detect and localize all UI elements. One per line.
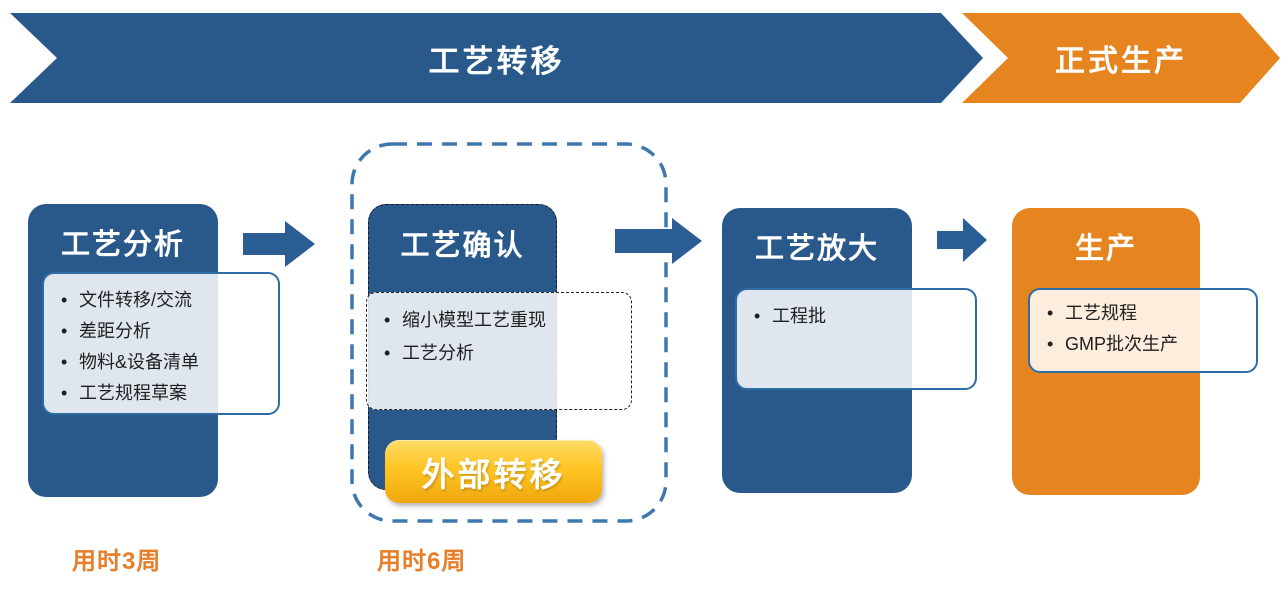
stage-detail-card-process-scaleup: 工程批 xyxy=(735,288,977,390)
banner-formal-production-label: 正式生产 xyxy=(1055,45,1187,78)
stage-title: 工艺放大 xyxy=(754,233,879,265)
detail-list: 工程批 xyxy=(751,301,967,332)
stage-detail-card-process-confirmation: 缩小模型工艺重现 工艺分析 xyxy=(366,292,632,410)
detail-list: 工艺规程 GMP批次生产 xyxy=(1044,298,1248,360)
list-item: 差距分析 xyxy=(58,316,270,347)
detail-list: 文件转移/交流 差距分析 物料&设备清单 工艺规程草案 xyxy=(58,285,270,409)
arrow-right-icon xyxy=(937,218,987,262)
list-item: 工艺分析 xyxy=(381,337,623,370)
duration-label-stage2: 用时6周 xyxy=(377,548,467,575)
external-transfer-badge: 外部转移 xyxy=(385,440,602,503)
list-item: 工艺规程 xyxy=(1044,298,1248,329)
banner-formal-production: 正式生产 xyxy=(962,13,1280,103)
list-item: 工艺规程草案 xyxy=(58,378,270,409)
banner-process-transfer: 工艺转移 xyxy=(10,13,983,103)
stage-title: 工艺分析 xyxy=(60,229,185,261)
stage-detail-card-process-analysis: 文件转移/交流 差距分析 物料&设备清单 工艺规程草案 xyxy=(42,272,280,415)
arrow-right-icon xyxy=(243,221,315,267)
list-item: 工程批 xyxy=(751,301,967,332)
external-transfer-badge-label: 外部转移 xyxy=(421,455,566,493)
stage-detail-card-production: 工艺规程 GMP批次生产 xyxy=(1028,288,1258,373)
list-item: 物料&设备清单 xyxy=(58,347,270,378)
external-transfer-group-outline xyxy=(350,142,668,523)
detail-list: 缩小模型工艺重现 工艺分析 xyxy=(381,304,623,370)
stage-title: 生产 xyxy=(1074,233,1137,265)
banner-process-transfer-label: 工艺转移 xyxy=(428,43,565,79)
list-item: 缩小模型工艺重现 xyxy=(381,304,623,337)
duration-label-stage1: 用时3周 xyxy=(72,548,162,575)
list-item: 文件转移/交流 xyxy=(58,285,270,316)
list-item: GMP批次生产 xyxy=(1044,329,1248,360)
stage-title: 工艺确认 xyxy=(400,230,525,262)
